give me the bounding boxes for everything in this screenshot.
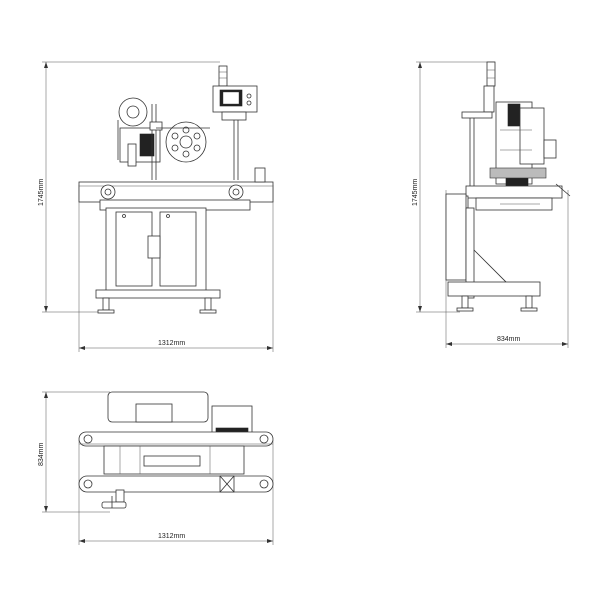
side-height-label: 1745mm [412,179,419,206]
adjust-handwheel [101,501,127,509]
side-height-dimension: 1745mm [412,61,495,313]
rewind-roll [165,121,207,163]
top-conveyor-rear [78,475,274,493]
side-view: 1745mm 834mm [412,61,571,348]
labeller-head [117,97,210,180]
label-roll [118,97,148,127]
front-width-dimension: 1312mm [78,185,274,352]
front-height-label: 1745mm [38,179,45,206]
side-depth-label: 834mm [497,336,521,343]
top-depth-label: 834mm [38,442,45,466]
top-depth-dimension: 834mm [38,391,110,513]
front-width-label: 1312mm [158,340,185,347]
side-signal-tower [486,61,496,87]
front-view: 1745mm 1312mm [38,61,274,352]
top-width-dimension: 1312mm [78,440,274,545]
signal-tower [218,65,228,87]
front-height-dimension: 1745mm [38,61,220,313]
top-view: 834mm 1312mm [38,391,274,545]
top-width-label: 1312mm [158,533,185,540]
side-conveyor [465,185,563,199]
side-column [445,193,467,281]
